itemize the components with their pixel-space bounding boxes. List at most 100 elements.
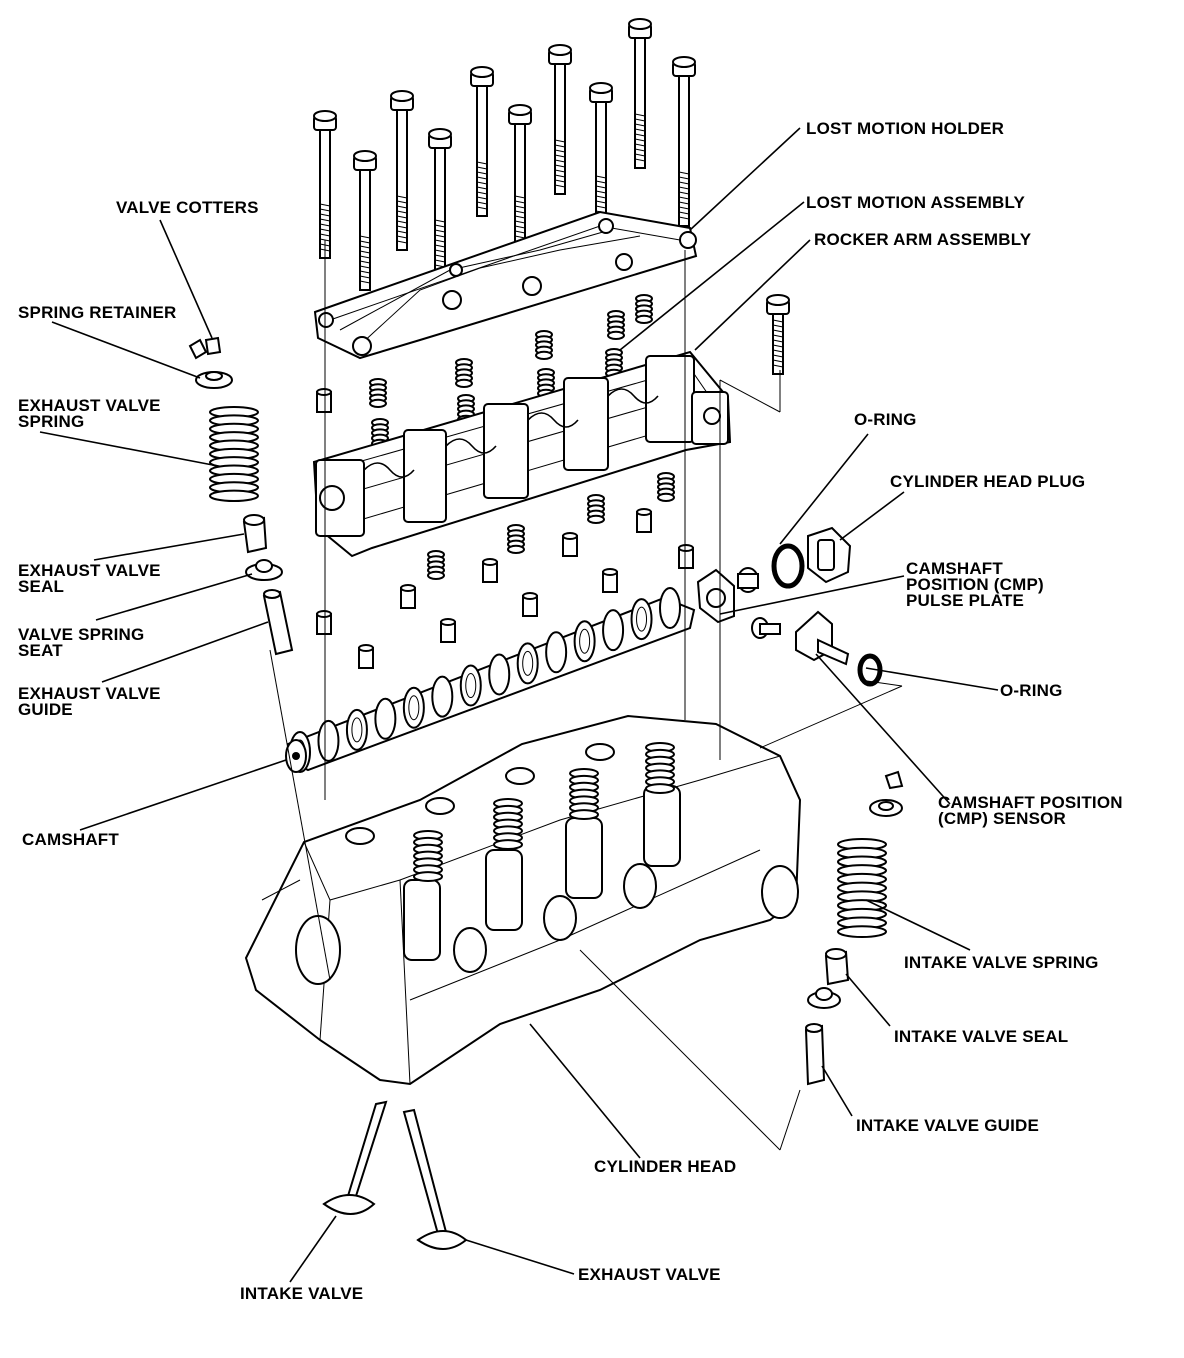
label-cmp-pulse-plate-2: POSITION (CMP) [906, 575, 1044, 594]
spring-icon [455, 358, 473, 388]
bolt-icon [313, 110, 337, 259]
dowel-icon [482, 558, 498, 583]
cam-lobe-icon [374, 697, 397, 740]
cam-lobe-icon [659, 587, 681, 629]
label-exhaust-valve: EXHAUST VALVE [578, 1265, 721, 1284]
dowel-icon [678, 544, 694, 569]
label-exhaust-valve-spring-2: SPRING [18, 412, 84, 431]
label-o-ring-bottom: O-RING [1000, 681, 1063, 700]
bolts-group [313, 18, 790, 375]
bolt-icon [470, 66, 494, 217]
intake-valve-cotters-part [884, 770, 904, 790]
valve-cotters-part [188, 336, 222, 360]
dowel-icon [316, 610, 332, 635]
exhaust-valve-seal-part [242, 514, 268, 554]
dowel-icon [602, 568, 618, 593]
dowel-icon [400, 584, 416, 609]
bolt-icon [508, 104, 532, 251]
spring-icon [607, 310, 625, 340]
label-intake-valve-guide: INTAKE VALVE GUIDE [856, 1116, 1039, 1135]
intake-valve-part [322, 1100, 388, 1215]
exhaust-valve-part [402, 1108, 468, 1250]
bolt-icon [628, 18, 652, 169]
cam-lobe-icon [516, 642, 539, 685]
bolt-icon [766, 294, 790, 375]
spring-icon [645, 742, 675, 794]
cam-lobe-icon [488, 653, 511, 696]
spring-retainer-part [195, 371, 233, 389]
dowel-icon [562, 532, 578, 557]
spring-icon [413, 830, 443, 882]
label-exhaust-valve-guide-1: EXHAUST VALVE [18, 684, 161, 703]
dowel-icon [316, 388, 332, 413]
label-valve-cotters: VALVE COTTERS [116, 198, 259, 217]
cam-lobe-icon [602, 609, 625, 652]
label-cmp-sensor-2: (CMP) SENSOR [938, 809, 1066, 828]
camshaft-bore-icon [292, 752, 300, 760]
spring-icon [587, 494, 605, 525]
cmp-sensor-part [751, 610, 850, 666]
label-cylinder-head: CYLINDER HEAD [594, 1157, 736, 1176]
labels: LOST MOTION HOLDER LOST MOTION ASSEMBLY … [18, 119, 1123, 1303]
alignment-lines [269, 240, 903, 1151]
label-exhaust-valve-seal-1: EXHAUST VALVE [18, 561, 161, 580]
label-lost-motion-holder: LOST MOTION HOLDER [806, 119, 1004, 138]
camshaft-part [285, 587, 696, 773]
intake-valve-spring-part [837, 838, 887, 938]
label-lost-motion-assembly: LOST MOTION ASSEMBLY [806, 193, 1025, 212]
label-camshaft: CAMSHAFT [22, 830, 119, 849]
cylinder-head-part [244, 714, 802, 1086]
cam-lobe-icon [545, 631, 568, 674]
cam-lobe-icon [317, 719, 340, 762]
cam-lobe-icon [459, 664, 482, 707]
cmp-pulse-plate-part [696, 568, 735, 624]
cam-lobe-icon [630, 598, 653, 641]
plug-bolt-part [737, 567, 759, 593]
cam-lobe-icon [345, 708, 368, 751]
label-cmp-pulse-plate-1: CAMSHAFT [906, 559, 1003, 578]
valve-spring-seat-part [245, 559, 283, 581]
spring-icon [209, 406, 259, 502]
exhaust-valve-spring-part [209, 406, 259, 502]
spring-icon [569, 768, 599, 820]
dowel-icon [358, 644, 374, 669]
label-exhaust-valve-guide-2: GUIDE [18, 700, 73, 719]
label-cmp-sensor-1: CAMSHAFT POSITION [938, 793, 1123, 812]
label-o-ring-top: O-RING [854, 410, 917, 429]
bolt-icon [390, 90, 414, 251]
spring-icon [535, 330, 553, 360]
cam-lobe-icon [402, 686, 425, 729]
spring-icon [657, 472, 675, 502]
label-spring-retainer: SPRING RETAINER [18, 303, 177, 322]
label-cylinder-head-plug: CYLINDER HEAD PLUG [890, 472, 1085, 491]
rocker-arm-assembly-part [312, 350, 732, 558]
bolt-icon [428, 128, 452, 275]
label-valve-spring-seat-1: VALVE SPRING [18, 625, 144, 644]
spring-icon [369, 378, 387, 408]
label-cmp-pulse-plate-3: PULSE PLATE [906, 591, 1024, 610]
leader-lines [39, 127, 999, 1283]
dowel-icon [636, 508, 652, 533]
bolt-icon [353, 150, 377, 291]
label-exhaust-valve-spring-1: EXHAUST VALVE [18, 396, 161, 415]
bolt-icon [672, 56, 696, 227]
label-exhaust-valve-seal-2: SEAL [18, 577, 64, 596]
cam-lobe-icon [573, 620, 596, 663]
intake-spring-seat-part [807, 987, 841, 1009]
label-valve-spring-seat-2: SEAT [18, 641, 63, 660]
dowel-icon [522, 592, 538, 617]
label-intake-valve-spring: INTAKE VALVE SPRING [904, 953, 1099, 972]
cam-lobe-icon [431, 675, 454, 718]
bolt-icon [548, 44, 572, 195]
spring-icon [427, 550, 445, 581]
lost-motion-holder-part [313, 210, 698, 360]
spring-icon [837, 838, 887, 938]
label-intake-valve: INTAKE VALVE [240, 1284, 363, 1303]
cylinder-head-valve-springs [413, 742, 675, 882]
bolt-icon [589, 82, 613, 231]
o-ring-top-part [771, 543, 805, 589]
cylinder-head-plug-part [807, 526, 852, 584]
intake-spring-retainer-part [869, 799, 903, 817]
